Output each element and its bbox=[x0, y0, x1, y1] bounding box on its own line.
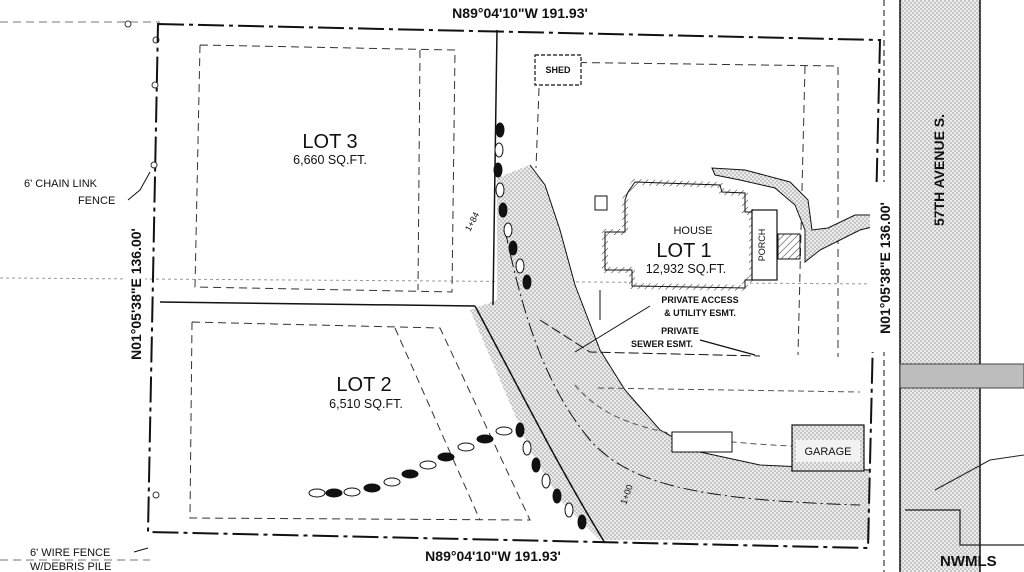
hedge-rows bbox=[308, 122, 587, 530]
access-easement-area bbox=[470, 165, 870, 540]
sidewalk-outline bbox=[905, 509, 1024, 546]
wire-fence-label-line1: 6' WIRE FENCE bbox=[30, 547, 110, 559]
lot2-setback-inner bbox=[394, 327, 481, 521]
lot3-lot2-line bbox=[159, 301, 476, 307]
easement-labels: PRIVATE ACCESS & UTILITY ESMT. PRIVATE S… bbox=[631, 295, 739, 349]
fence-post-marker bbox=[152, 36, 160, 44]
east-bearing-label: N01°05'38"E 136.00' bbox=[877, 202, 893, 334]
hedge-shrub bbox=[363, 483, 381, 493]
lot3-area: 6,660 SQ.FT. bbox=[293, 153, 367, 167]
garage-label: GARAGE bbox=[804, 446, 851, 458]
porch-outline bbox=[751, 209, 778, 281]
hedge-shrub bbox=[522, 440, 532, 456]
lot-labels: LOT 3 6,660 SQ.FT. LOT 1 12,932 SQ.FT. L… bbox=[293, 131, 726, 411]
hedge-shrub bbox=[498, 202, 508, 218]
lot1-area: 12,932 SQ.FT. bbox=[646, 262, 727, 276]
hedge-shrub bbox=[552, 488, 562, 504]
sewer-easement-label-line2: SEWER ESMT. bbox=[631, 339, 693, 349]
garage-label-bg bbox=[796, 440, 860, 462]
hedge-shrub bbox=[495, 426, 513, 436]
fence-post-marker bbox=[124, 20, 132, 28]
hedge-shrub bbox=[476, 434, 494, 444]
hedge-shrub bbox=[495, 182, 505, 198]
east-bearing-bg bbox=[870, 182, 896, 352]
hedge-shrub bbox=[493, 162, 503, 178]
station-label-a: 1+84 bbox=[463, 210, 481, 233]
lot1-name: LOT 1 bbox=[656, 240, 711, 262]
porch-stairs bbox=[777, 233, 801, 260]
lot3-setback-inner bbox=[417, 49, 421, 291]
hedge-shrub bbox=[325, 488, 343, 498]
fence-post-marker bbox=[151, 81, 159, 89]
sewer-easement-leader bbox=[699, 339, 756, 356]
lot3-name: LOT 3 bbox=[302, 131, 357, 153]
street-surface bbox=[900, 0, 980, 572]
hedge-shrub bbox=[522, 274, 532, 290]
hedge-shrub bbox=[437, 452, 455, 462]
driveway-approach bbox=[899, 363, 1024, 389]
house: PORCH HOUSE bbox=[602, 178, 801, 292]
hedge-shrub bbox=[383, 477, 401, 487]
hedge-shrub bbox=[503, 222, 513, 238]
access-easement-leader bbox=[574, 305, 651, 353]
access-easement-label-line2: & UTILITY ESMT. bbox=[664, 308, 736, 318]
south-bearing-label: N89°04'10"W 191.93' bbox=[425, 548, 561, 564]
south-bearing-bg bbox=[405, 544, 585, 564]
shed-footing bbox=[671, 431, 733, 453]
chain-fence-label-line2: FENCE bbox=[78, 195, 115, 207]
hedge-shrub bbox=[419, 460, 437, 470]
driveway-centreline bbox=[504, 229, 861, 506]
shed-label: SHED bbox=[545, 65, 571, 75]
hedge-shrub bbox=[515, 258, 525, 274]
easement-pointers bbox=[539, 290, 761, 357]
access-easement-label-line1: PRIVATE ACCESS bbox=[661, 295, 738, 305]
street-curb-line bbox=[934, 454, 1024, 491]
house-label: HOUSE bbox=[673, 225, 712, 237]
lot2-lot1-line bbox=[474, 305, 606, 544]
wire-fence-leader bbox=[133, 547, 149, 553]
west-bearing-label: N01°05'38"E 136.00' bbox=[128, 228, 144, 360]
hedge-shrub bbox=[494, 142, 504, 158]
wire-fence-label-line2: W/DEBRIS PILE bbox=[30, 561, 111, 572]
street-name-label: 57TH AVENUE S. bbox=[931, 114, 947, 226]
north-bearing-label: N89°04'10"W 191.93' bbox=[452, 5, 588, 21]
hedge-shrub bbox=[308, 488, 326, 498]
garage: GARAGE bbox=[671, 424, 865, 472]
sewer-easement-label-line1: PRIVATE bbox=[661, 326, 699, 336]
hedge-shrub bbox=[541, 473, 551, 489]
west-bearing-bg bbox=[123, 215, 145, 375]
hedge-shrub bbox=[401, 469, 419, 479]
chain-fence-leader bbox=[127, 171, 151, 201]
hedge-shrub bbox=[515, 422, 525, 438]
access-easement-edge bbox=[529, 164, 871, 471]
parcel-outline bbox=[146, 22, 882, 550]
bearing-labels: N89°04'10"W 191.93' N89°04'10"W 191.93' … bbox=[123, 5, 896, 564]
hedge-shrub bbox=[531, 457, 541, 473]
lot2-name: LOT 2 bbox=[336, 374, 391, 396]
hedge-shrub bbox=[343, 487, 361, 497]
hedge-shrub bbox=[577, 514, 587, 530]
house-edge bbox=[604, 181, 753, 289]
lot1-setback-south bbox=[597, 387, 861, 393]
fence-post-marker bbox=[152, 491, 160, 499]
shed: SHED bbox=[534, 54, 582, 86]
lot3-setback bbox=[194, 44, 456, 293]
shed-outline bbox=[534, 54, 582, 86]
fence-labels: 6' CHAIN LINK FENCE 6' WIRE FENCE W/DEBR… bbox=[24, 171, 151, 572]
street-strip: 57TH AVENUE S. bbox=[883, 0, 1024, 572]
fence-post-marker bbox=[150, 161, 158, 169]
watermark-logo: NWMLS bbox=[940, 553, 997, 570]
hedge-shrub bbox=[508, 240, 518, 256]
sewer-easement-line bbox=[539, 319, 761, 357]
hedge-shrub bbox=[457, 442, 475, 452]
lot2-setback bbox=[189, 321, 531, 521]
hedge-shrub bbox=[495, 122, 505, 138]
utility-box bbox=[594, 195, 608, 211]
hedge-shrub bbox=[564, 502, 574, 518]
chain-fence-label-line1: 6' CHAIN LINK bbox=[24, 178, 98, 190]
porch-label: PORCH bbox=[757, 229, 767, 262]
lot2-area: 6,510 SQ.FT. bbox=[329, 397, 403, 411]
